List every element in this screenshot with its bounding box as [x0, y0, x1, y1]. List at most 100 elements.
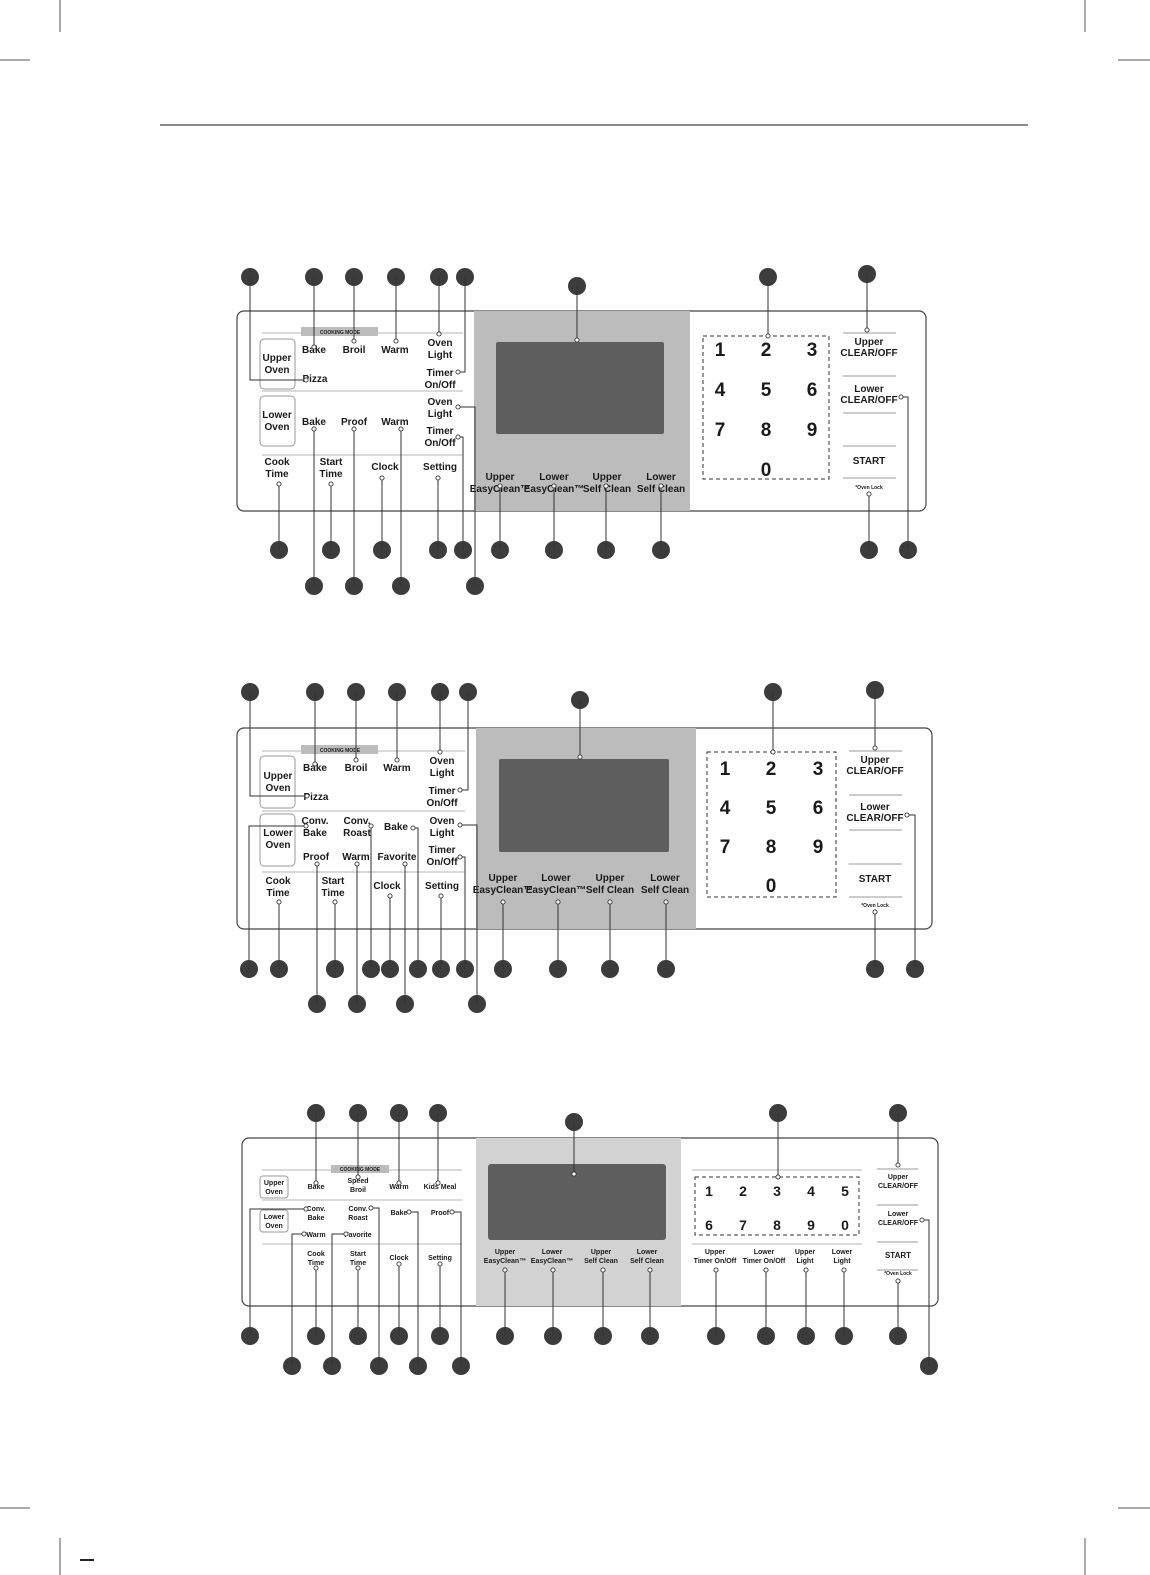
oven-lock-label: *Oven Lock	[861, 903, 889, 909]
button-warm-upper[interactable]: Warm	[389, 1184, 408, 1191]
label-bake-upper-line: Bake	[308, 1184, 325, 1191]
button-proof[interactable]: Proof	[341, 417, 368, 428]
button-clock[interactable]: Clock	[371, 462, 399, 473]
button-warm-upper[interactable]: Warm	[381, 345, 409, 356]
upper-oven-button[interactable]	[259, 338, 296, 390]
button-warm-lower[interactable]: Warm	[306, 1232, 325, 1239]
leader-end-dot	[497, 483, 503, 489]
display-screen	[496, 342, 664, 434]
label-clock-line: Clock	[371, 462, 399, 473]
leader-end-dot	[904, 812, 910, 818]
label-cook-time-line: Cook	[265, 457, 290, 468]
button-setting[interactable]: Setting	[428, 1255, 452, 1262]
button-bake-lower[interactable]: Bake	[391, 1210, 408, 1217]
leader-end-dot	[394, 757, 400, 763]
leader-line	[460, 692, 469, 791]
upper-oven-label-line: Oven	[264, 365, 289, 376]
button-broil[interactable]: Broil	[343, 345, 366, 356]
leader-line	[371, 1207, 380, 1366]
upper-oven-button[interactable]	[259, 755, 296, 809]
start-button[interactable]: START	[859, 874, 892, 885]
button-warm-lower[interactable]: Warm	[381, 417, 409, 428]
extra-label-line: Light	[796, 1258, 814, 1265]
button-bake-upper[interactable]: Bake	[302, 345, 326, 356]
lower-clear-label-line: Lower	[888, 1211, 909, 1218]
button-kids-meal[interactable]: Kids Meal	[424, 1184, 457, 1191]
button-pizza[interactable]: Pizza	[302, 374, 327, 385]
button-clock[interactable]: Clock	[373, 881, 401, 892]
button-bake-upper[interactable]: Bake	[308, 1184, 325, 1191]
button-conv-roast[interactable]: Conv.Roast	[343, 816, 371, 839]
leader-end-dot	[437, 749, 443, 755]
button-setting[interactable]: Setting	[423, 462, 457, 473]
button-clock[interactable]: Clock	[389, 1255, 408, 1262]
button-bake-lower[interactable]: Bake	[384, 822, 408, 833]
button-conv-bake[interactable]: Conv.Bake	[301, 816, 328, 839]
button-favorite[interactable]: Favorite	[344, 1232, 371, 1239]
button-warm-upper[interactable]: Warm	[383, 763, 411, 774]
clean-label-line: Upper	[591, 1249, 612, 1256]
button-conv-roast[interactable]: Conv.Roast	[348, 1206, 368, 1222]
start-button[interactable]: START	[885, 1251, 911, 1260]
label-broil: Broil	[345, 763, 368, 774]
start-button[interactable]: START	[853, 456, 886, 467]
leader-end-dot	[435, 1180, 441, 1186]
button-proof[interactable]: Proof	[303, 852, 330, 863]
button-bake-lower[interactable]: Bake	[302, 417, 326, 428]
lower-oven-button[interactable]	[259, 1209, 289, 1233]
lower-oven-button[interactable]	[259, 813, 296, 867]
leader-end-dot	[396, 1261, 402, 1267]
cooking-mode-label: COOKING MODE	[320, 748, 361, 754]
upper-oven-button[interactable]	[259, 1175, 289, 1199]
button-conv-bake[interactable]: Conv.Bake	[307, 1206, 326, 1222]
button-warm-lower[interactable]: Warm	[342, 852, 370, 863]
clean-label-line: Upper	[593, 472, 622, 483]
button-proof[interactable]: Proof	[431, 1210, 450, 1217]
button-favorite[interactable]: Favorite	[378, 852, 417, 863]
label-conv-roast-line: Conv.	[349, 1206, 368, 1213]
lower-oven-button[interactable]	[259, 395, 296, 447]
button-pizza[interactable]: Pizza	[303, 792, 328, 803]
button-broil[interactable]: Broil	[345, 763, 368, 774]
lower-oven-label-line: Oven	[265, 1223, 283, 1230]
button-bake-upper[interactable]: Bake	[303, 763, 327, 774]
button-setting[interactable]: Setting	[425, 881, 459, 892]
leader-line	[409, 1211, 419, 1366]
